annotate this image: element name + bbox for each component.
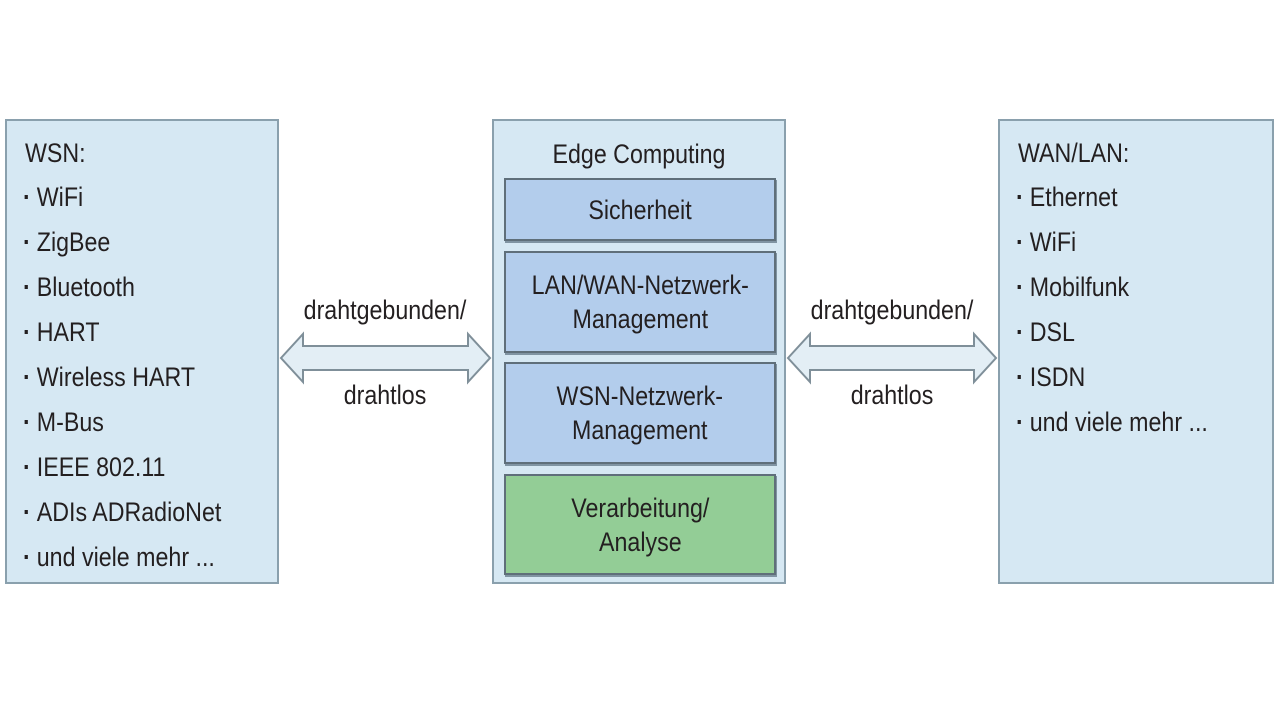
list-item: ·WiFi xyxy=(1016,224,1208,269)
right-double-arrow-icon xyxy=(786,331,998,385)
wsn-list: ·WiFi ·ZigBee ·Bluetooth ·HART ·Wireless… xyxy=(23,179,254,584)
bullet-icon: · xyxy=(1016,182,1024,212)
bullet-icon: · xyxy=(23,317,31,347)
edge-computing-panel: Edge Computing Sicherheit LAN/WAN-Netzwe… xyxy=(492,119,786,584)
wsn-title: WSN: xyxy=(25,138,86,168)
right-arrow-label-top: drahtgebunden/ xyxy=(810,295,974,325)
list-item: ·Bluetooth xyxy=(23,269,221,314)
bullet-icon: · xyxy=(23,362,31,392)
lan-wan-management-module: LAN/WAN-Netzwerk- Management xyxy=(504,251,776,353)
left-double-arrow-icon xyxy=(279,331,492,385)
bullet-icon: · xyxy=(23,227,31,257)
right-arrow-label-bottom: drahtlos xyxy=(850,380,934,410)
bullet-icon: · xyxy=(1016,317,1024,347)
processing-analysis-label: Verarbeitung/ Analyse xyxy=(570,492,710,557)
processing-analysis-module: Verarbeitung/ Analyse xyxy=(504,474,776,575)
bullet-icon: · xyxy=(1016,362,1024,392)
list-item: ·Ethernet xyxy=(1016,179,1208,224)
list-item: ·und viele mehr ... xyxy=(23,539,221,584)
bullet-icon: · xyxy=(23,272,31,302)
wsn-management-module: WSN-Netzwerk- Management xyxy=(504,362,776,464)
list-item: ·WiFi xyxy=(23,179,221,224)
edge-computing-title: Edge Computing xyxy=(552,139,726,169)
wsn-management-label: WSN-Netzwerk- Management xyxy=(556,381,724,445)
list-item: ·IEEE 802.11 xyxy=(23,449,221,494)
security-module-label: Sicherheit xyxy=(588,194,692,225)
wan-lan-title: WAN/LAN: xyxy=(1018,138,1130,168)
list-item: ·HART xyxy=(23,314,221,359)
bullet-icon: · xyxy=(1016,227,1024,257)
bullet-icon: · xyxy=(23,542,31,572)
list-item: ·und viele mehr ... xyxy=(1016,404,1208,449)
wan-lan-panel: WAN/LAN: ·Ethernet ·WiFi ·Mobilfunk ·DSL… xyxy=(998,119,1274,584)
left-arrow-label-bottom: drahtlos xyxy=(343,380,427,410)
bullet-icon: · xyxy=(1016,272,1024,302)
bullet-icon: · xyxy=(23,182,31,212)
list-item: ·ISDN xyxy=(1016,359,1208,404)
bullet-icon: · xyxy=(23,407,31,437)
wan-lan-list: ·Ethernet ·WiFi ·Mobilfunk ·DSL ·ISDN ·u… xyxy=(1016,179,1239,449)
bullet-icon: · xyxy=(23,497,31,527)
list-item: ·Mobilfunk xyxy=(1016,269,1208,314)
list-item: ·Wireless HART xyxy=(23,359,221,404)
left-arrow-label-top: drahtgebunden/ xyxy=(303,295,467,325)
lan-wan-management-label: LAN/WAN-Netzwerk- Management xyxy=(531,270,749,334)
list-item: ·DSL xyxy=(1016,314,1208,359)
bullet-icon: · xyxy=(1016,407,1024,437)
wsn-panel: WSN: ·WiFi ·ZigBee ·Bluetooth ·HART ·Wir… xyxy=(5,119,279,584)
list-item: ·ADIs ADRadioNet xyxy=(23,494,221,539)
security-module: Sicherheit xyxy=(504,178,776,241)
list-item: ·ZigBee xyxy=(23,224,221,269)
list-item: ·M-Bus xyxy=(23,404,221,449)
bullet-icon: · xyxy=(23,452,31,482)
